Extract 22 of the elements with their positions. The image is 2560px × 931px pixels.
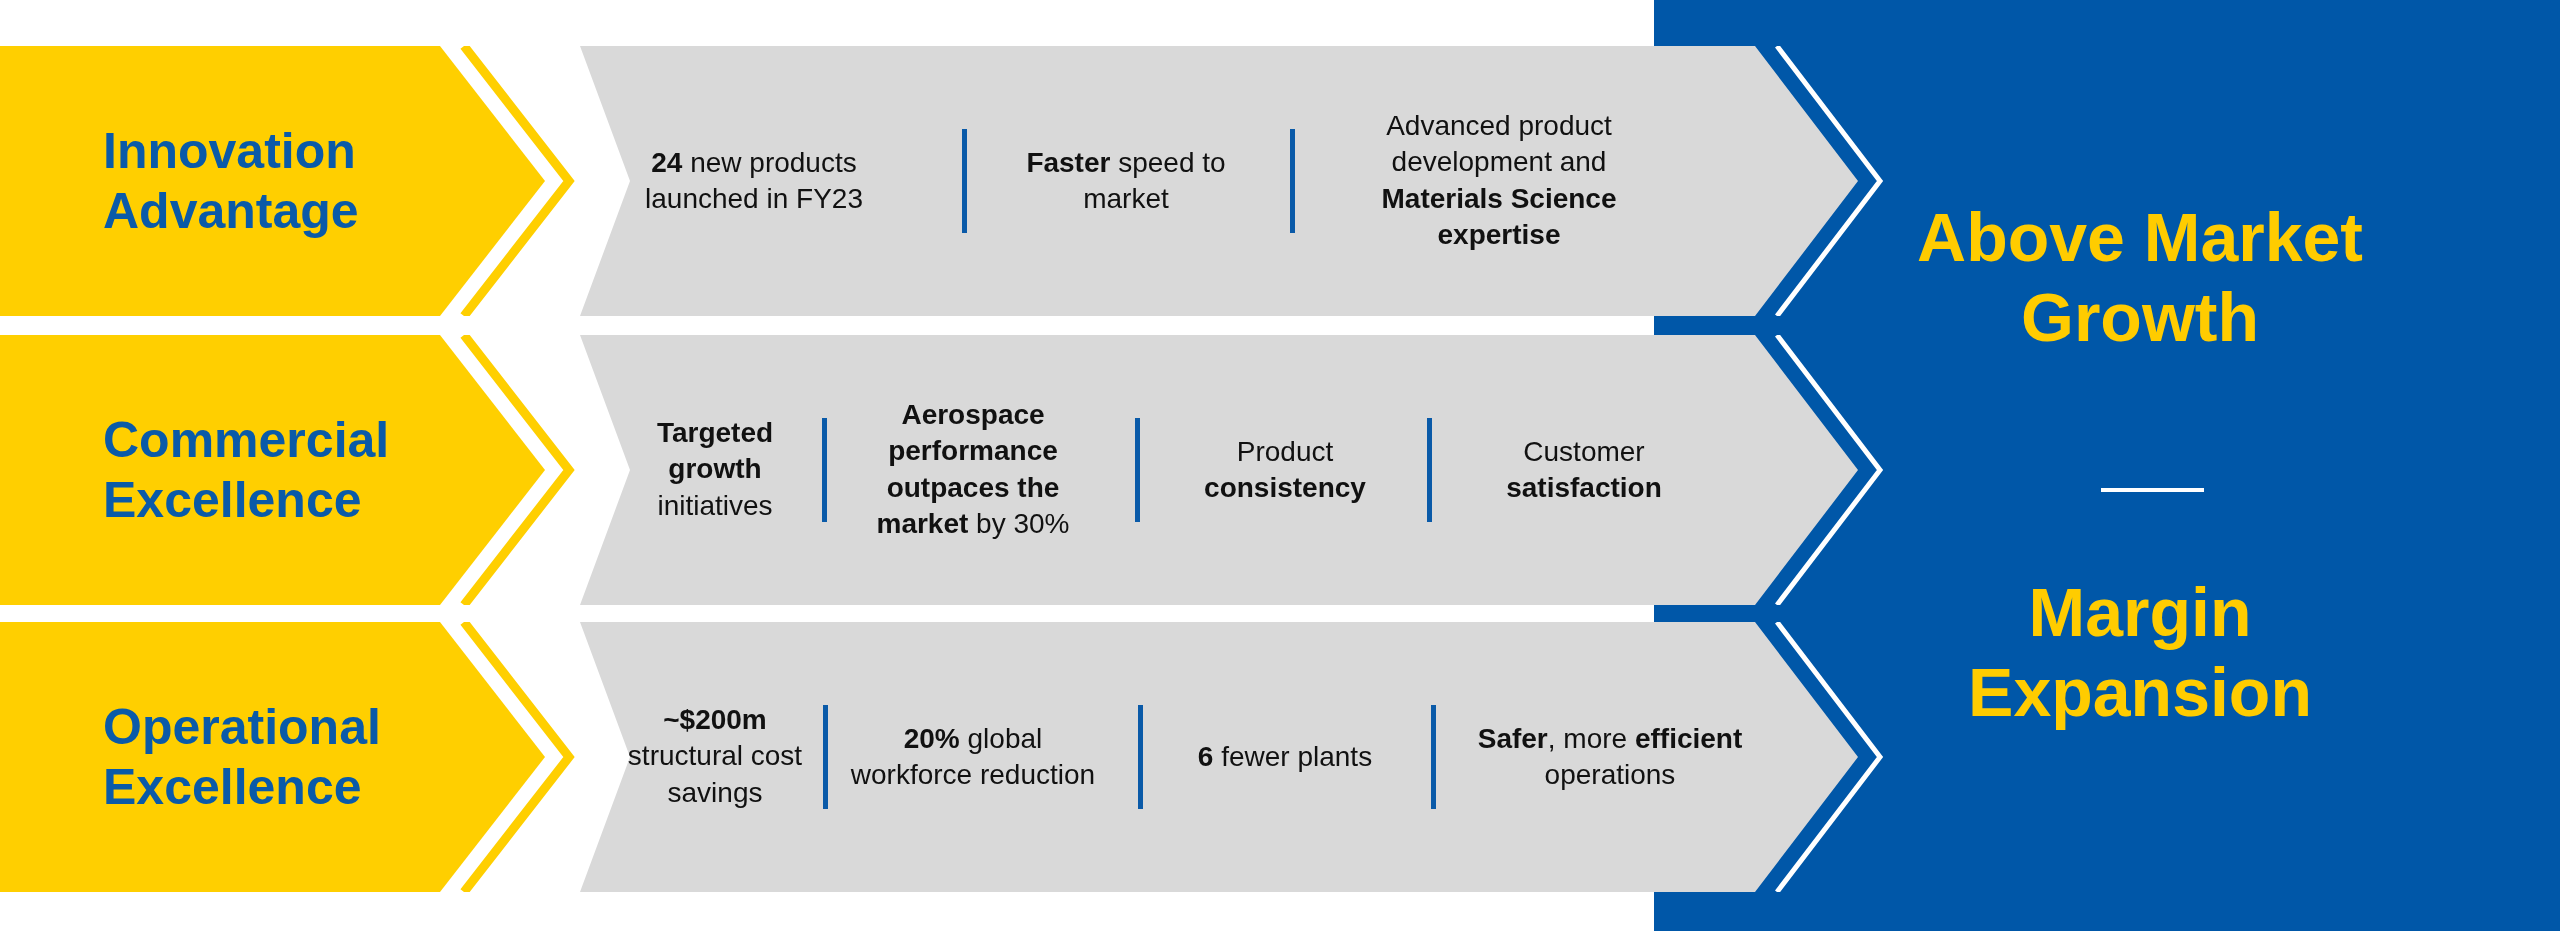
body-text: 6 fewer plants bbox=[1196, 739, 1374, 774]
chevron-band bbox=[580, 335, 1885, 605]
heading-text: Operational Excellence bbox=[103, 698, 382, 817]
chevron-arrow bbox=[0, 46, 575, 316]
chevron-band bbox=[580, 622, 1885, 892]
heading-text: Innovation Advantage bbox=[103, 122, 360, 241]
outcome-text: Above Market Growth bbox=[1916, 198, 2364, 357]
body-text: Faster speed to market bbox=[1025, 145, 1227, 216]
body-text: Targeted growth initiatives bbox=[655, 416, 775, 524]
body-text: 24 new products launched in FY23 bbox=[644, 145, 864, 216]
outcome-text: Margin Expansion bbox=[1967, 573, 2313, 732]
chevron-arrow bbox=[0, 622, 575, 892]
body-text: Customer satisfaction bbox=[1505, 434, 1663, 505]
body-text: Advanced product development and Materials Science expertise bbox=[1380, 109, 1618, 253]
chevron-arrow bbox=[0, 335, 575, 605]
body-text: 20% global workforce reduction bbox=[849, 721, 1097, 792]
body-text: Aerospace performance outpaces the market by 30% bbox=[875, 398, 1071, 542]
chevron-band bbox=[580, 46, 1885, 316]
body-text: Product consistency bbox=[1203, 434, 1367, 505]
body-text: Safer, more efficient operations bbox=[1476, 721, 1744, 792]
heading-text: Commercial Excellence bbox=[103, 411, 391, 530]
body-text: ~$200m structural cost savings bbox=[626, 703, 804, 811]
